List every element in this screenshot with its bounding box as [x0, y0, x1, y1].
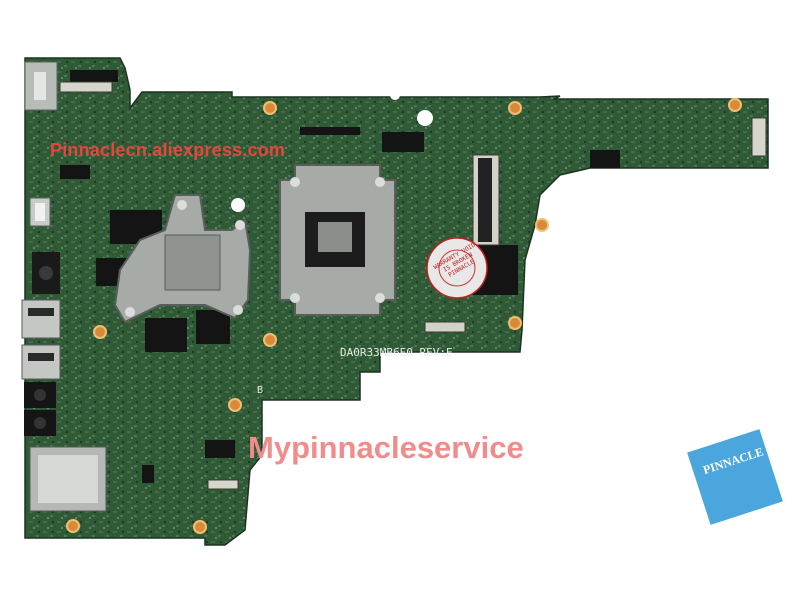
mounting-holes	[231, 90, 433, 212]
left-connectors	[21, 61, 107, 512]
model-code: DA0R33MB6E0	[340, 346, 413, 359]
revision-label: REV:E	[419, 346, 453, 359]
watermark-top: Pinnaclecn.aliexpress.com	[50, 140, 286, 160]
watermark-bottom: Mypinnacleservice	[248, 430, 524, 465]
screw-pads	[66, 98, 742, 534]
gpu-bracket	[113, 194, 252, 324]
board-model-label: DA0R33MB6E0 REV:E	[340, 346, 453, 359]
cpu-bracket	[279, 164, 396, 316]
marker-b: B	[257, 385, 264, 396]
warranty-sticker	[426, 237, 488, 299]
ribbon-connectors	[59, 81, 767, 490]
pinnacle-logo: PINNACLE	[687, 429, 783, 525]
